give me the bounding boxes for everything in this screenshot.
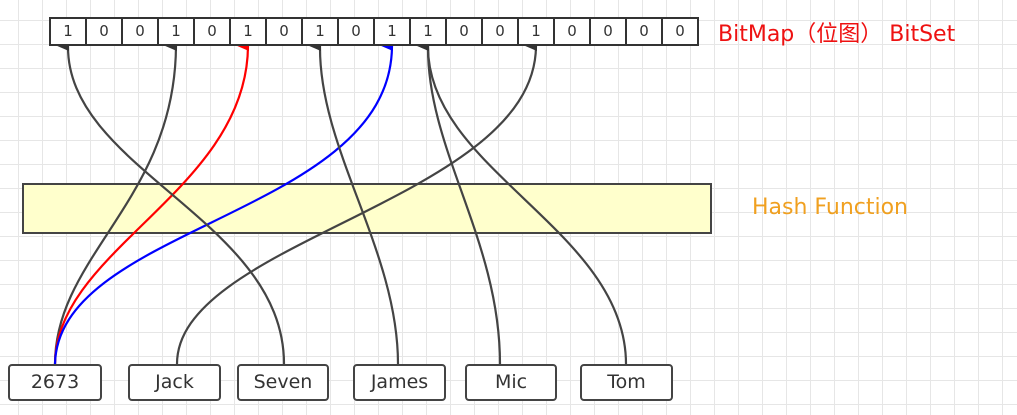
bit-cell: 1 xyxy=(159,19,195,44)
bit-cell: 1 xyxy=(231,19,267,44)
arrow-tom-to-bit-10 xyxy=(417,41,628,365)
input-jack: Jack xyxy=(128,364,221,401)
bit-cell: 0 xyxy=(555,19,591,44)
arrow-jack-to-bit-13 xyxy=(175,41,538,365)
input-james: James xyxy=(353,364,446,401)
bit-cell: 1 xyxy=(375,19,411,44)
arrow-2673-to-bit-5 xyxy=(53,41,250,365)
arrow-2673-to-bit-3 xyxy=(53,41,178,365)
bit-cell: 1 xyxy=(303,19,339,44)
hash-function-label: Hash Function xyxy=(752,195,908,220)
input-mic: Mic xyxy=(465,364,557,401)
bit-cell: 0 xyxy=(627,19,663,44)
bit-cell: 0 xyxy=(663,19,699,44)
bit-cell: 1 xyxy=(411,19,447,44)
arrow-2673-to-bit-9 xyxy=(53,41,394,365)
bit-cell: 0 xyxy=(591,19,627,44)
bit-cell: 0 xyxy=(267,19,303,44)
input-2673: 2673 xyxy=(8,364,102,401)
bit-cell: 0 xyxy=(87,19,123,44)
bit-cell: 0 xyxy=(123,19,159,44)
bit-cell: 0 xyxy=(339,19,375,44)
input-tom: Tom xyxy=(580,364,673,401)
input-seven: Seven xyxy=(237,364,329,401)
arrow-james-to-bit-7 xyxy=(309,41,400,365)
arrow-mic-to-bit-10 xyxy=(417,41,502,365)
bit-cell: 1 xyxy=(51,19,87,44)
bit-cell: 0 xyxy=(447,19,483,44)
bit-cell: 0 xyxy=(195,19,231,44)
bitmap-label: BitMap（位图） BitSet xyxy=(718,22,956,47)
bit-cell: 1 xyxy=(519,19,555,44)
bit-cell: 0 xyxy=(483,19,519,44)
arrow-seven-to-bit-0 xyxy=(57,41,286,365)
